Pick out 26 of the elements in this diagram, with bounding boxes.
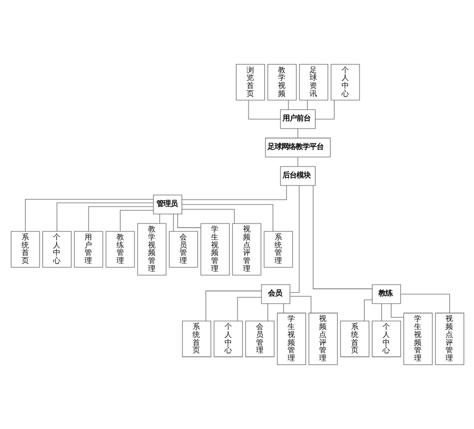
connector — [282, 303, 284, 314]
connector — [236, 297, 262, 322]
connector — [297, 156, 298, 167]
connector — [181, 185, 286, 200]
connector — [88, 206, 154, 232]
connector — [289, 185, 299, 293]
connector — [24, 198, 154, 232]
connector — [364, 300, 372, 322]
connector — [176, 214, 200, 228]
connector — [172, 214, 174, 232]
connector — [205, 290, 262, 322]
connector — [314, 100, 334, 120]
connector — [248, 100, 280, 120]
connector — [181, 208, 234, 224]
connector — [390, 303, 404, 318]
connector — [267, 303, 268, 322]
connector — [400, 294, 450, 314]
connector — [181, 204, 273, 232]
connector — [56, 202, 154, 232]
connector — [306, 100, 308, 110]
connector — [289, 296, 311, 314]
connector — [119, 210, 154, 232]
connector — [380, 303, 382, 322]
connector — [312, 185, 372, 290]
connector — [297, 128, 298, 138]
connector — [158, 214, 160, 224]
